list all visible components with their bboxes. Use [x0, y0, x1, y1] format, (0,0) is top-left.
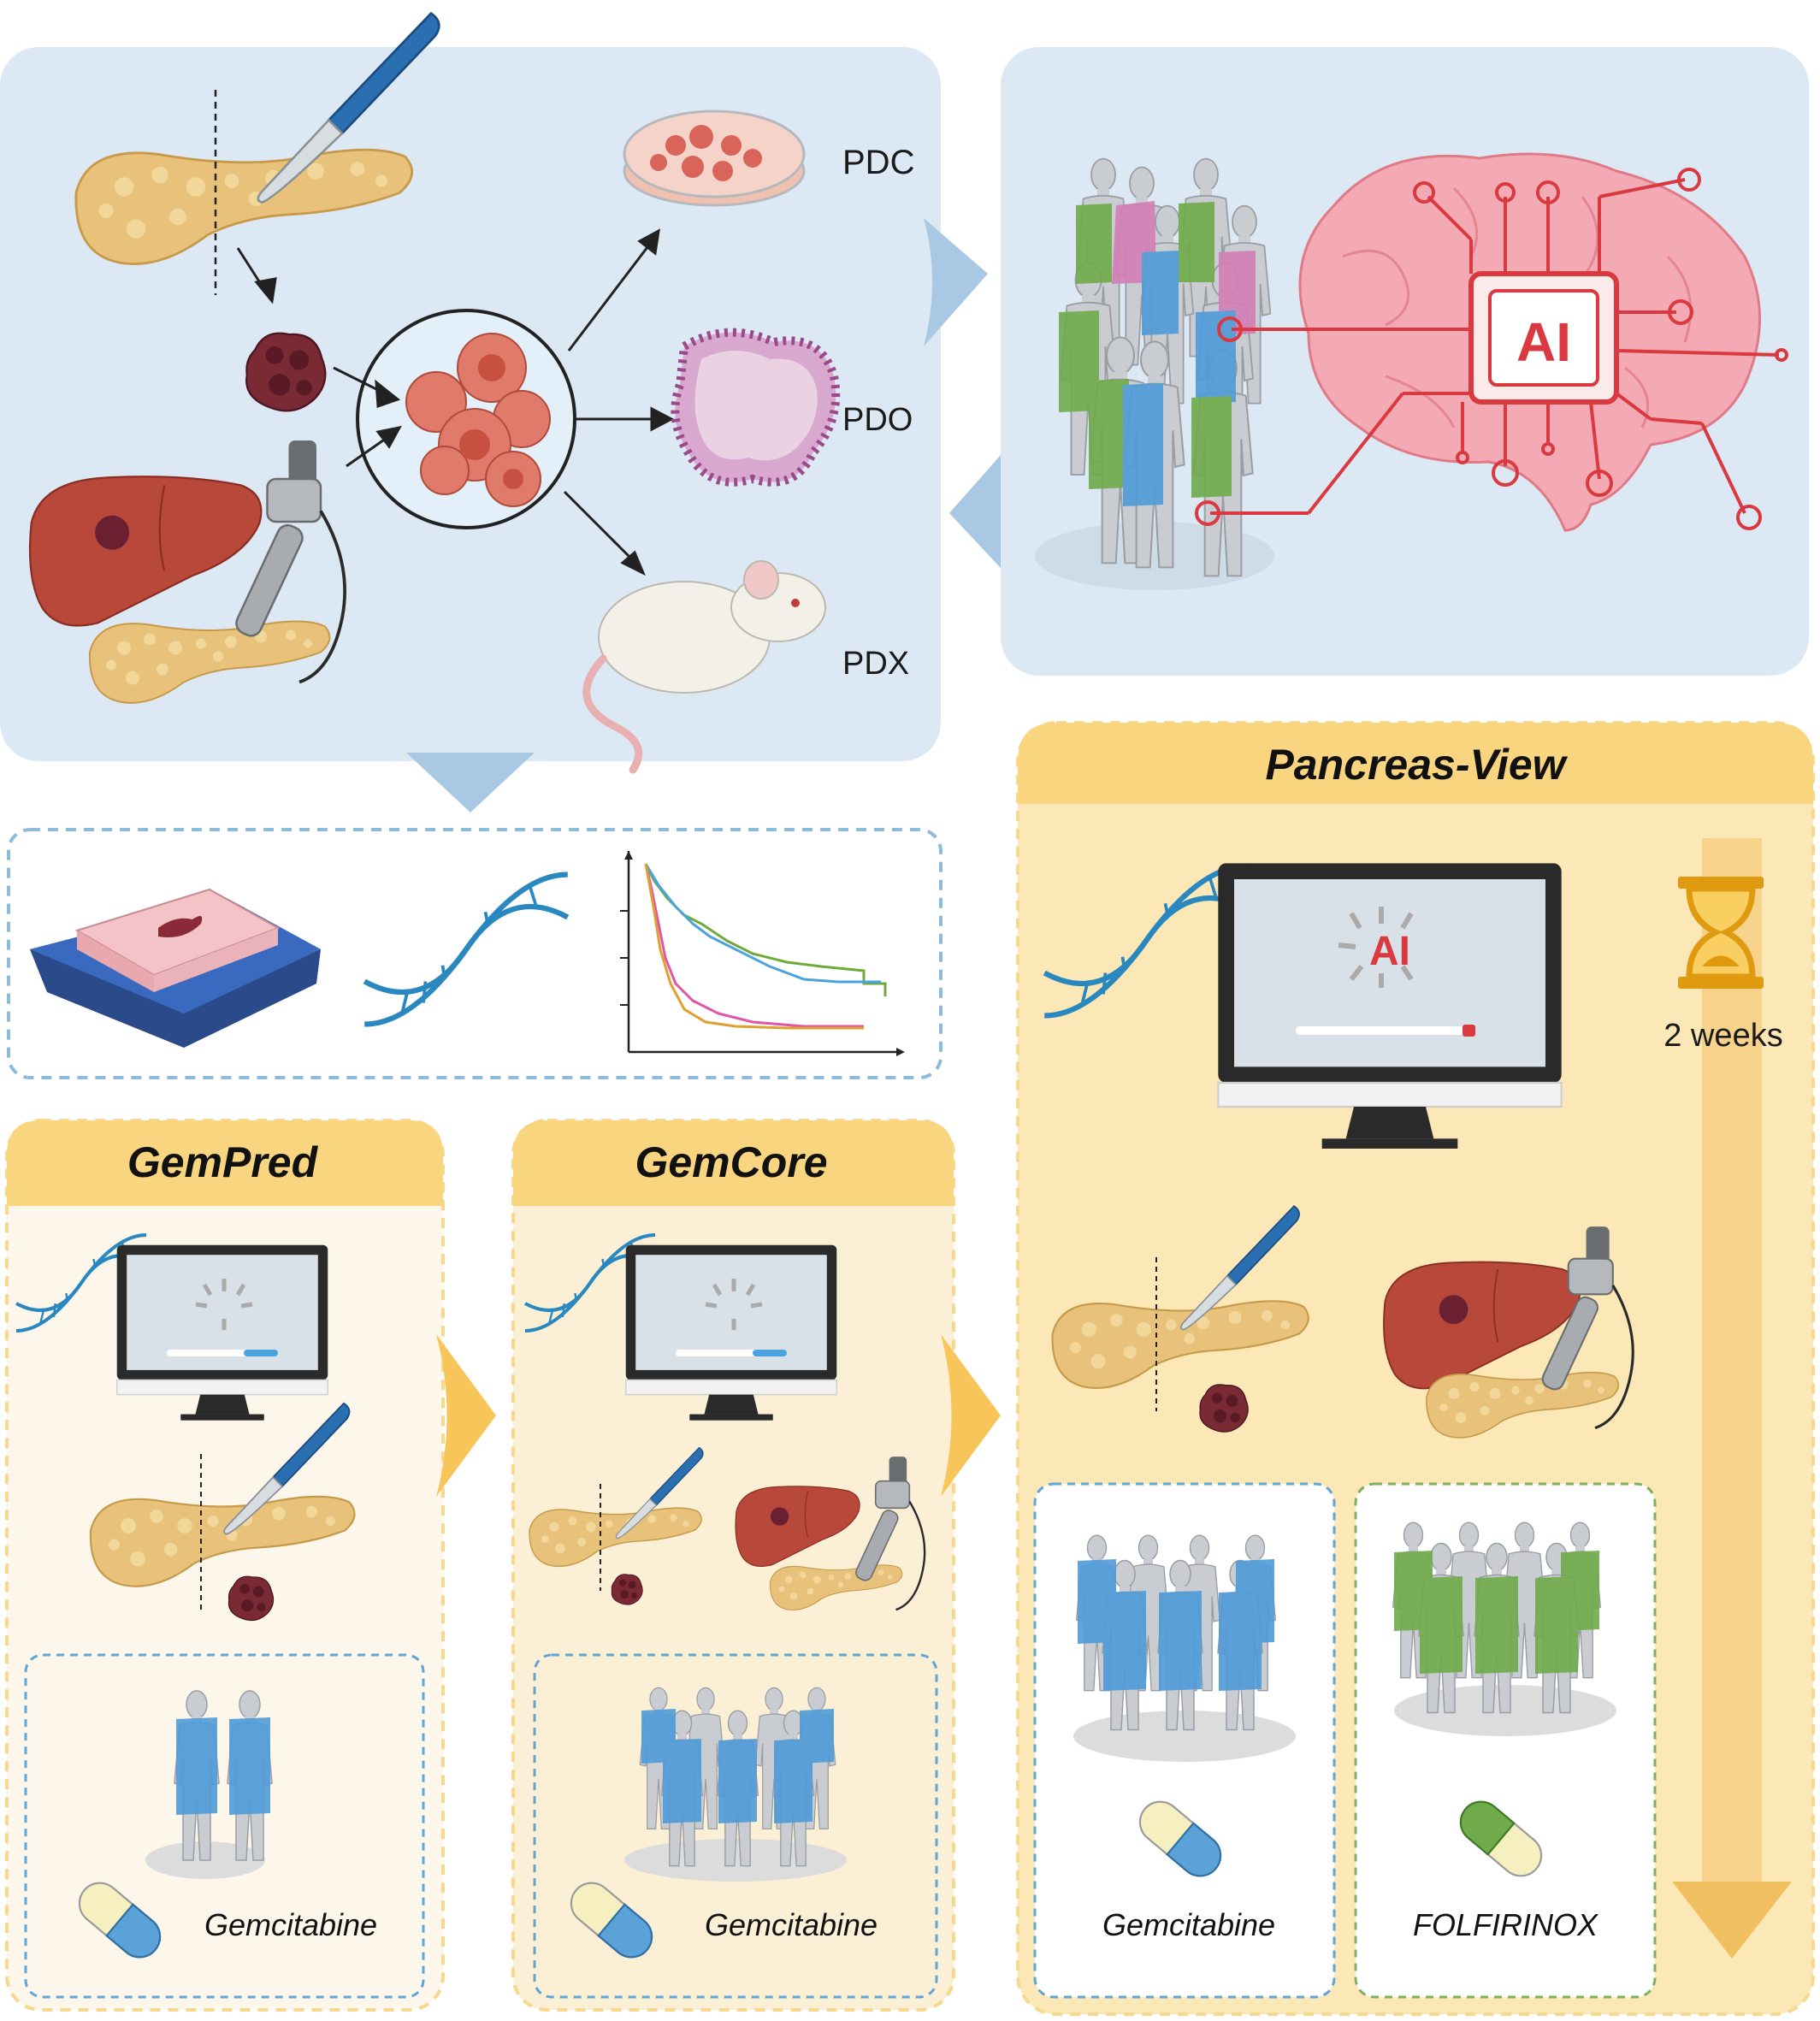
- gempred-cohort-box: [24, 1653, 425, 1999]
- gemcore-cohort-box: [533, 1653, 938, 1999]
- gempred-panel: [5, 1119, 445, 2012]
- arrow-left: [949, 440, 1013, 582]
- timeline-arrow: [1672, 838, 1792, 1959]
- gempred-drug-label: Gemcitabine: [204, 1907, 378, 1942]
- arrow-right: [436, 1334, 496, 1497]
- pancreas-view-title: Pancreas-View: [1265, 741, 1566, 789]
- gemcore-title: GemCore: [635, 1138, 828, 1186]
- gemcore-drug-label: Gemcitabine: [704, 1907, 878, 1942]
- monitor-icon: [115, 1244, 329, 1421]
- patient-group-icon: [1073, 1534, 1296, 1762]
- flow-arrows: [236, 228, 675, 576]
- duration-label: 2 weeks: [1663, 1018, 1783, 1054]
- arrow-right: [941, 1334, 1001, 1497]
- loading-spinner: [1338, 907, 1414, 988]
- tumor-icon: [245, 332, 327, 412]
- pdo-label: PDO: [842, 402, 913, 438]
- tumor-icon: [611, 1574, 643, 1605]
- loading-spinner: [195, 1279, 253, 1330]
- pancreas-view-drug-label-2: FOLFIRINOX: [1412, 1907, 1598, 1942]
- patient-group-icon: [145, 1690, 273, 1879]
- organoid-icon: [671, 328, 841, 487]
- gempred-title: GemPred: [127, 1138, 318, 1186]
- cell-cluster-icon: [356, 309, 576, 529]
- petri-dish-icon: [623, 109, 806, 207]
- patient-group-icon: [1392, 1522, 1616, 1736]
- dna-icon: [364, 875, 568, 1025]
- monitor-icon: [1217, 862, 1563, 1150]
- pancreas-view-drug-label-1: Gemcitabine: [1102, 1907, 1276, 1942]
- data-panel: [7, 828, 942, 1079]
- tumor-icon: [1199, 1384, 1249, 1433]
- screen-ai-label: AI: [1369, 929, 1410, 974]
- pdx-label: PDX: [842, 646, 909, 682]
- monitor-icon: [624, 1244, 838, 1421]
- tissue-block-icon: [30, 888, 321, 1048]
- arrow-right: [924, 218, 988, 346]
- patient-group-icon: [1035, 157, 1274, 590]
- mouse-icon: [582, 560, 826, 774]
- gemcore-panel: [511, 1119, 955, 2012]
- loading-spinner: [705, 1279, 763, 1330]
- ai-chip-icon: [1195, 168, 1788, 530]
- ai-chip-label: AI: [1516, 311, 1571, 373]
- pdc-label: PDC: [842, 144, 914, 181]
- tumor-icon: [228, 1575, 275, 1622]
- patient-group-icon: [624, 1687, 847, 1882]
- survival-curve-icon: [620, 851, 905, 1056]
- hourglass-icon: [1678, 877, 1764, 989]
- progress-bar: [1296, 1026, 1475, 1035]
